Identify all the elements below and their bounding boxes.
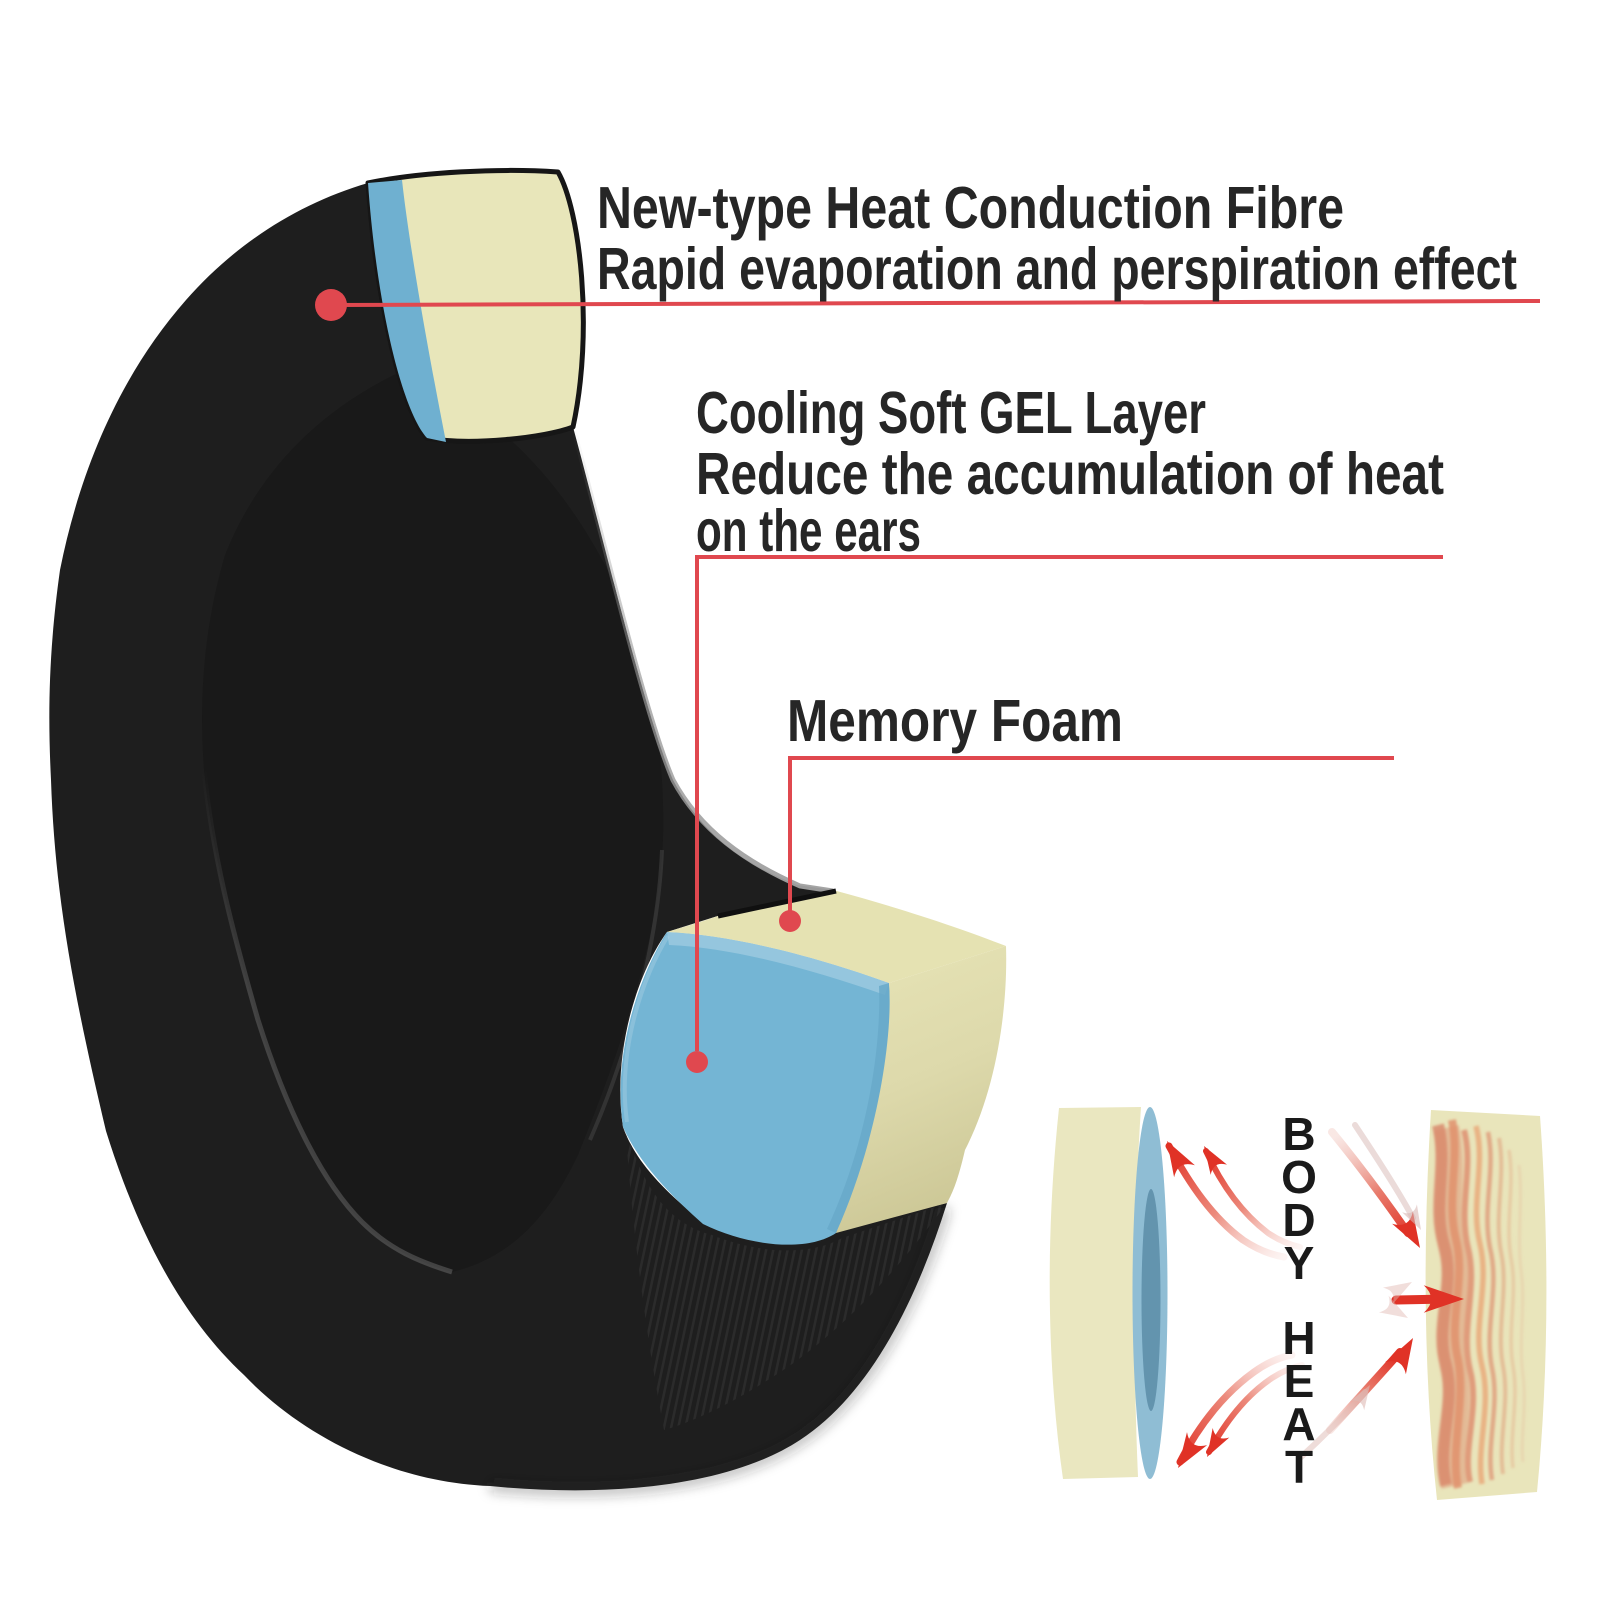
svg-text:on the ears: on the ears — [696, 498, 921, 564]
svg-text:A: A — [1282, 1398, 1315, 1450]
svg-text:B: B — [1282, 1108, 1315, 1160]
svg-text:T: T — [1285, 1441, 1313, 1493]
svg-text:Cooling Soft GEL Layer: Cooling Soft GEL Layer — [696, 380, 1206, 446]
svg-text:New-type Heat Conduction Fibre: New-type Heat Conduction Fibre — [597, 175, 1344, 241]
svg-text:Rapid evaporation and perspira: Rapid evaporation and perspiration effec… — [597, 236, 1517, 302]
svg-text:Memory Foam: Memory Foam — [787, 688, 1123, 754]
svg-text:H: H — [1282, 1312, 1315, 1364]
svg-text:Reduce the accumulation of hea: Reduce the accumulation of heat — [696, 441, 1444, 507]
svg-text:O: O — [1281, 1151, 1317, 1203]
svg-text:Y: Y — [1284, 1237, 1315, 1289]
svg-text:D: D — [1282, 1194, 1315, 1246]
svg-text:E: E — [1284, 1355, 1315, 1407]
